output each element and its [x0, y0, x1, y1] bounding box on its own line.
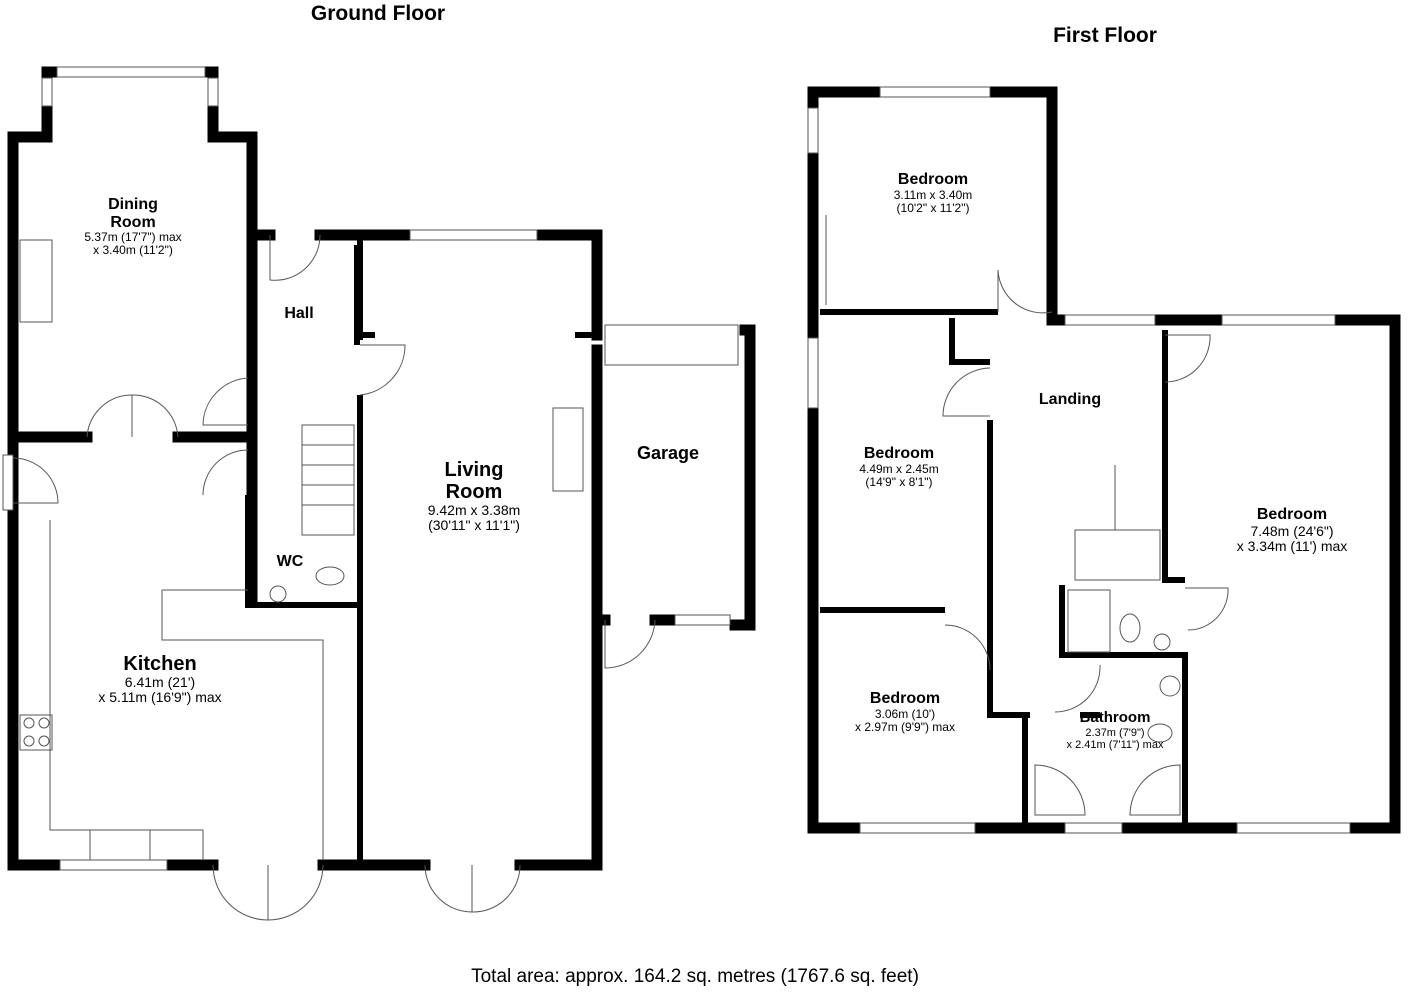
ground-floor-interior-walls: [245, 240, 597, 862]
room-dimensions: 5.37m (17'7") max: [84, 230, 182, 245]
room-name: Bedroom: [863, 445, 935, 462]
room-dimensions: 6.41m (21'): [124, 674, 196, 690]
first-floor-windows-doors: [807, 86, 1351, 834]
room-label-living-room: Living Room 9.42m x 3.38m (30'11" x 11'1…: [428, 459, 521, 534]
room-dimensions: (30'11" x 11'1"): [428, 517, 520, 534]
total-area: Total area: approx. 164.2 sq. metres (17…: [471, 966, 919, 987]
first-floor-interior-walls: [820, 309, 1188, 825]
room-label-bedroom-2: Bedroom 4.49m x 2.45m (14'9" x 8'1"): [859, 445, 938, 489]
room-name: Bedroom: [897, 171, 969, 188]
room-dimensions: 7.48m (24'6"): [1250, 522, 1334, 539]
room-label-dining-room: Dining Room 5.37m (17'7") max x 3.40m (1…: [84, 196, 181, 258]
room-label-bathroom: Bathroom 2.37m (7'9") x 2.41m (7'11") ma…: [1066, 709, 1164, 751]
room-name: Bathroom: [1079, 709, 1151, 726]
room-dimensions: x 2.41m (7'11") max: [1066, 738, 1164, 751]
room-dimensions: x 2.97m (9'9") max: [855, 719, 955, 734]
room-label-bedroom-1: Bedroom 3.11m x 3.40m (10'2" x 11'2"): [894, 171, 972, 215]
room-dimensions: 3.11m x 3.40m: [893, 187, 973, 202]
room-name: Dining: [108, 196, 158, 213]
room-name: Room: [445, 481, 503, 503]
room-name: Bedroom: [1256, 506, 1328, 523]
ground-floor-fixtures: [19, 239, 739, 861]
ground-floor-walls: [7, 66, 756, 871]
room-dimensions: x 3.34m (11') max: [1236, 537, 1348, 554]
room-name: Bedroom: [869, 690, 941, 707]
ground-floor-windows-doors: [2, 66, 731, 921]
room-label-bedroom-4: Bedroom 3.06m (10') x 2.97m (9'9") max: [855, 690, 955, 734]
room-dimensions: (14'9" x 8'1"): [865, 474, 933, 489]
room-dimensions: x 5.11m (16'9") max: [98, 689, 222, 706]
room-label-wc: WC: [276, 553, 304, 570]
room-name: Kitchen: [123, 653, 197, 675]
first-floor-title: First Floor: [1053, 24, 1157, 47]
first-floor-fixtures: [825, 215, 1181, 816]
room-label-kitchen: Kitchen 6.41m (21') x 5.11m (16'9") max: [98, 653, 221, 706]
room-dimensions: (10'2" x 11'2"): [896, 200, 970, 215]
room-label-garage: Garage: [636, 443, 700, 463]
room-name: Living: [444, 459, 504, 481]
room-dimensions: 4.49m x 2.45m: [859, 461, 939, 476]
room-label-bedroom-3: Bedroom 7.48m (24'6") x 3.34m (11') max: [1237, 506, 1348, 554]
ground-floor-title: Ground Floor: [310, 2, 446, 25]
room-dimensions: 9.42m x 3.38m: [427, 502, 521, 518]
room-label-landing: Landing: [1038, 391, 1102, 408]
room-dimensions: 2.37m (7'9"): [1085, 726, 1145, 739]
room-dimensions: x 3.40m (11'2"): [93, 243, 173, 258]
room-label-hall: Hall: [284, 305, 314, 322]
room-name: Room: [110, 213, 156, 231]
room-dimensions: 3.06m (10'): [874, 706, 936, 721]
